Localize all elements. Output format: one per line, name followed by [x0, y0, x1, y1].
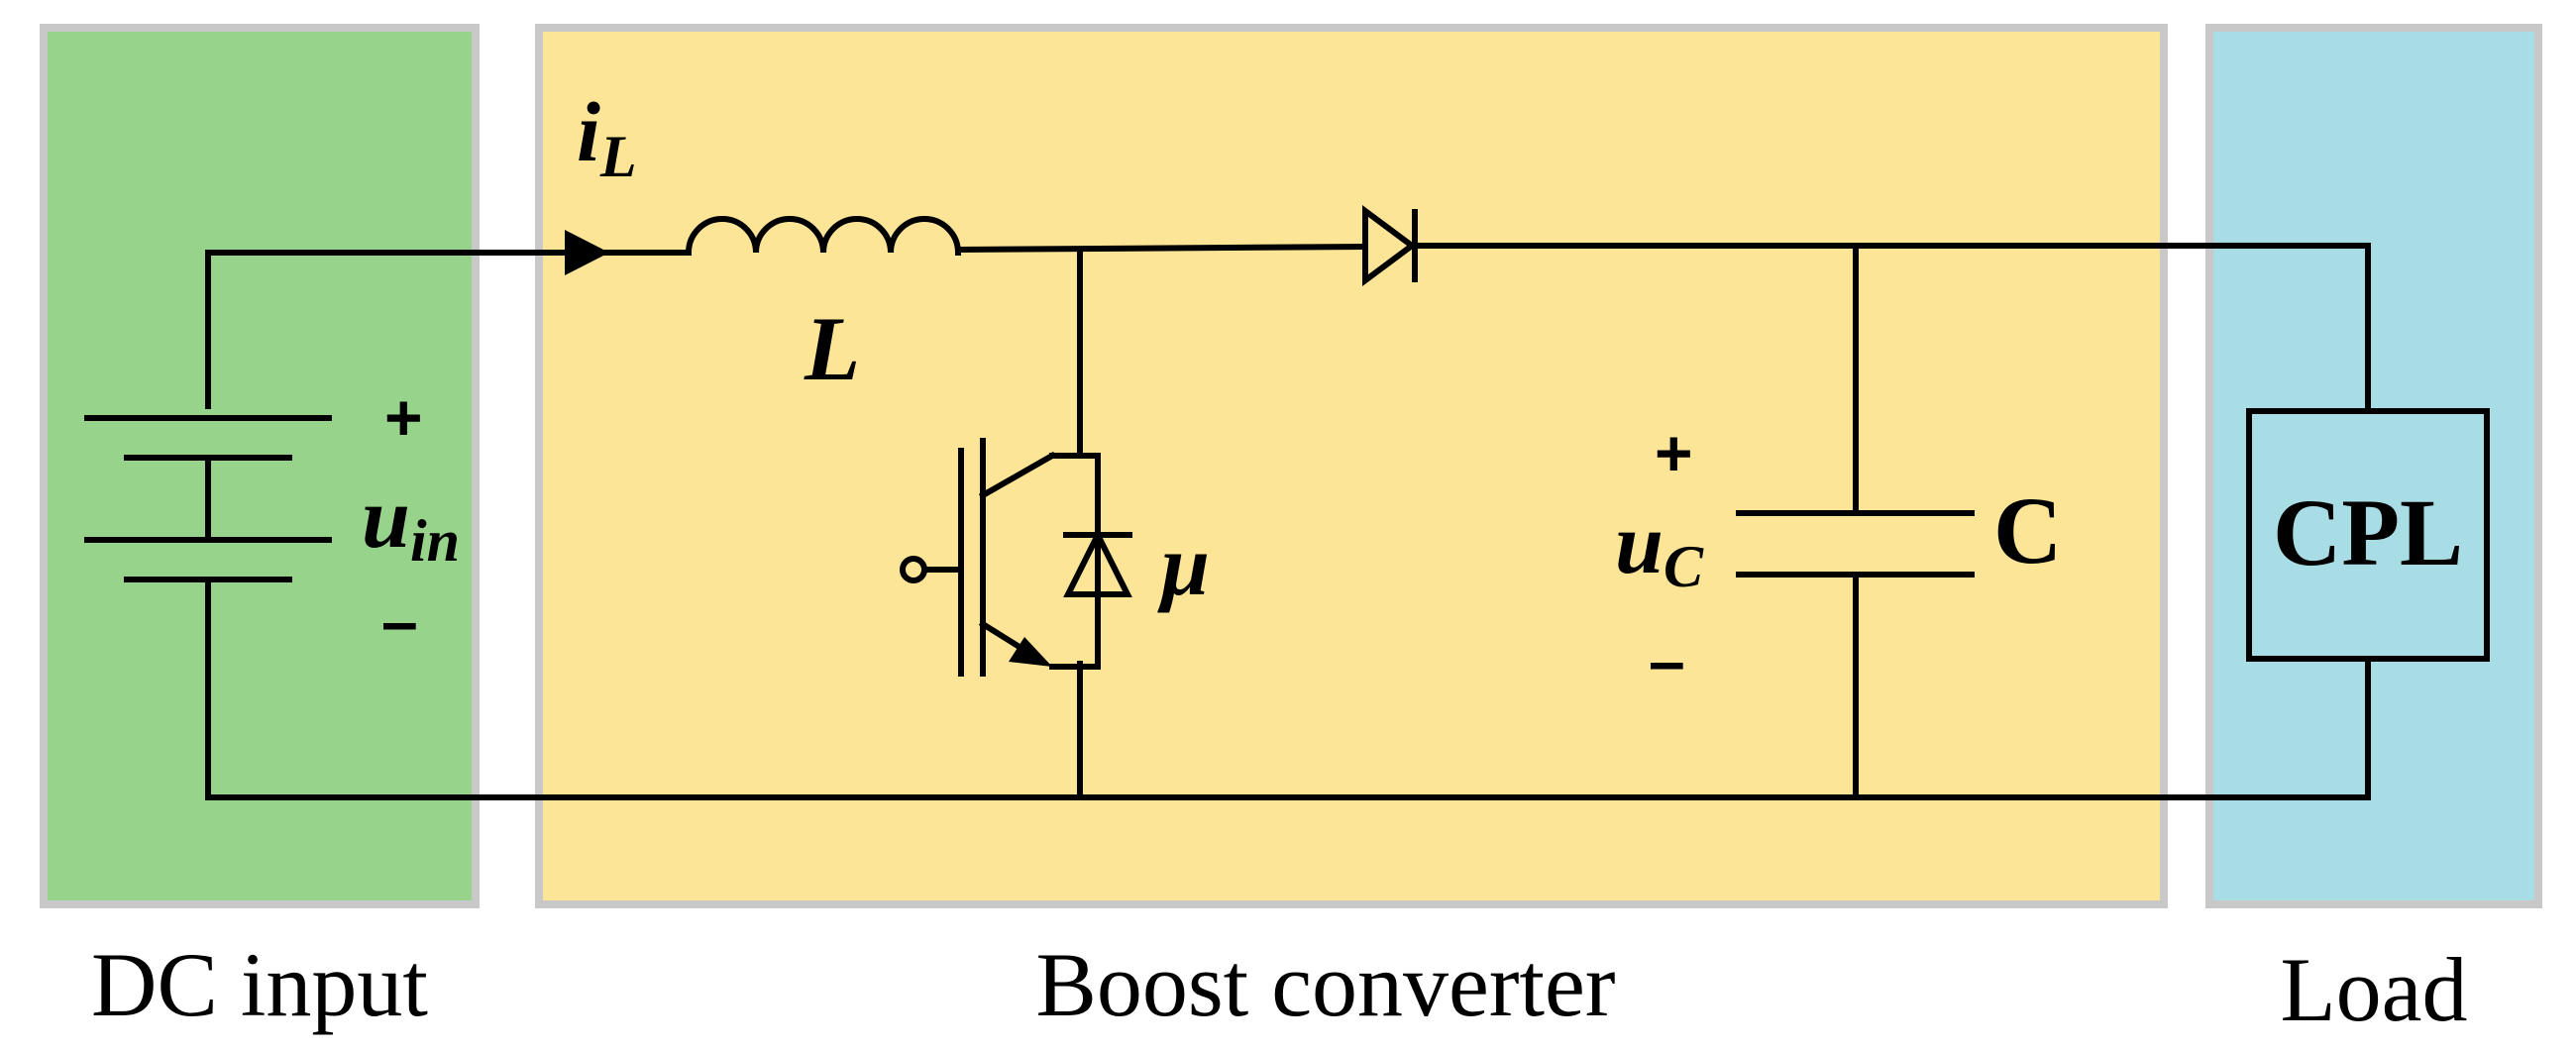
battery-icon — [84, 415, 332, 582]
input-voltage-main: u — [362, 471, 410, 567]
wires — [205, 243, 2371, 800]
diode-icon — [1362, 205, 1418, 286]
boost-converter-caption: Boost converter — [1035, 934, 1615, 1035]
capacitor-label: C — [1993, 477, 2062, 583]
capacitor-voltage-label: uC — [1615, 496, 1704, 599]
input-plus-sign: + — [384, 380, 423, 454]
inductor-icon — [685, 216, 962, 257]
current-label: iL — [577, 84, 637, 189]
inductor-label: L — [804, 298, 860, 399]
current-arrow-icon — [565, 230, 609, 275]
current-label-main: i — [577, 84, 600, 179]
load-caption: Load — [2280, 939, 2467, 1040]
capacitor-plus-sign: + — [1655, 416, 1693, 489]
switch-signal-label: μ — [1157, 518, 1210, 614]
cpl-label: CPL — [2273, 479, 2463, 585]
current-label-sub: L — [599, 124, 637, 189]
dc-input-region — [40, 24, 480, 908]
input-voltage-label: uin — [362, 471, 460, 574]
capacitor-voltage-sub: C — [1664, 534, 1704, 599]
capacitor-minus-sign: – — [1649, 624, 1685, 697]
input-voltage-sub: in — [410, 508, 460, 574]
cpl-load-box — [2246, 408, 2490, 662]
input-minus-sign: – — [381, 584, 418, 658]
capacitor-icon — [1736, 510, 1975, 578]
capacitor-voltage-main: u — [1615, 496, 1664, 592]
igbt-icon — [900, 438, 1132, 677]
dc-input-caption: DC input — [91, 934, 428, 1035]
boost-converter-region — [535, 24, 2168, 908]
